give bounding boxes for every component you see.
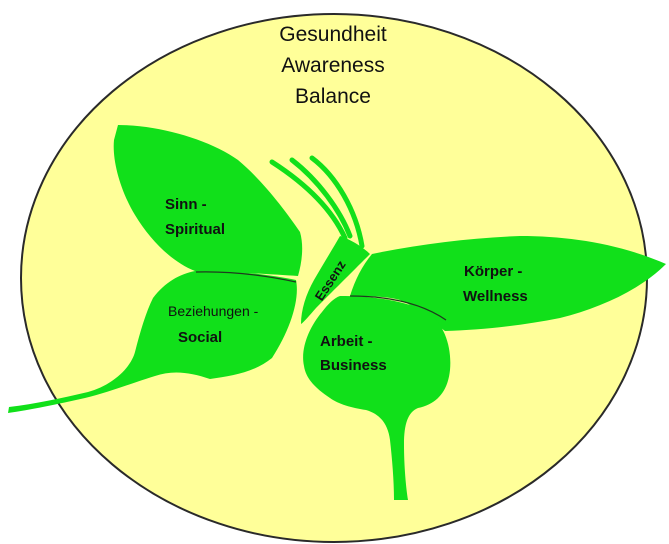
header-line-gesundheit: Gesundheit (279, 23, 387, 46)
label-arbeit: Arbeit - (320, 333, 373, 350)
label-business: Business (320, 357, 387, 374)
label-sinn: Sinn - (165, 196, 207, 213)
header-line-balance: Balance (295, 85, 371, 108)
label-social: Social (178, 329, 222, 346)
header-line-awareness: Awareness (281, 54, 385, 77)
label-wellness: Wellness (463, 288, 528, 305)
label-koerper: Körper - (464, 263, 522, 280)
label-beziehungen: Beziehungen - (168, 303, 259, 319)
label-spiritual: Spiritual (165, 221, 225, 238)
